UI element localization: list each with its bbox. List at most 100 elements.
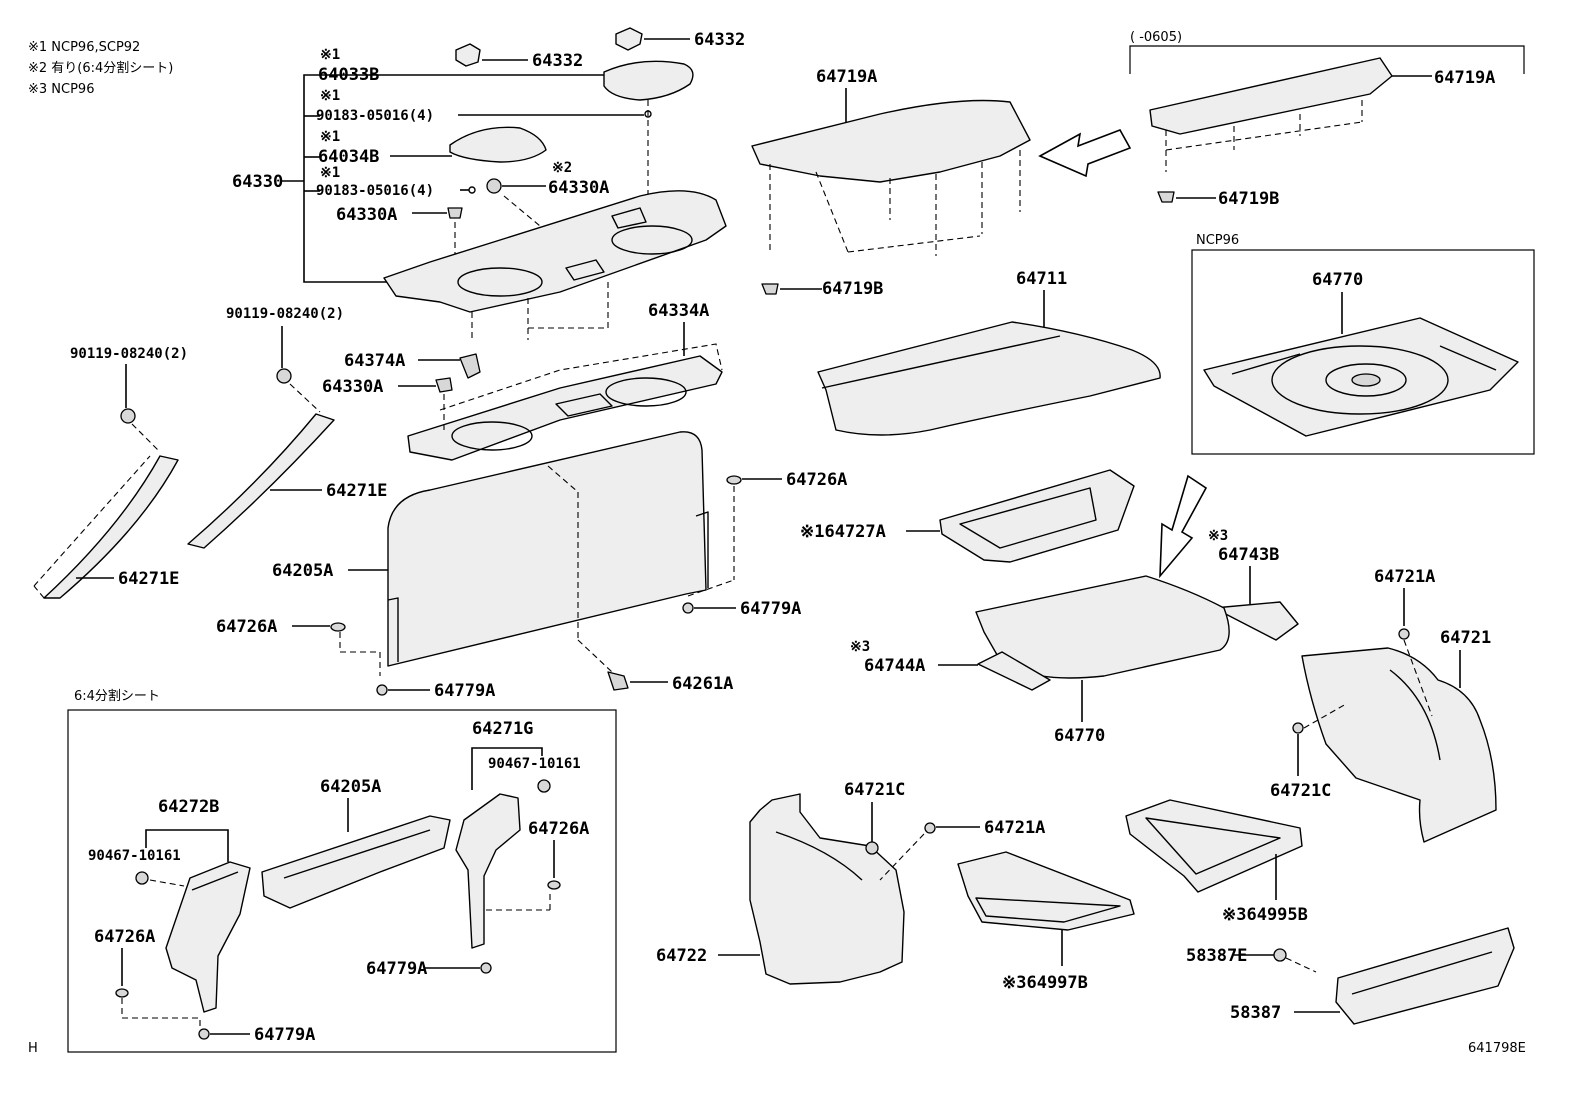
label-64272B: 64272B bbox=[158, 797, 219, 817]
diagram-id: 641798E bbox=[1468, 1041, 1526, 1056]
part-64770-ncp96 bbox=[1203, 317, 1519, 437]
label-64779A-split2: 64779A bbox=[254, 1025, 315, 1045]
corner-mark: H bbox=[28, 1041, 38, 1056]
label-64721C-b: 64721C bbox=[844, 780, 905, 800]
label-64726A-split2: 64726A bbox=[94, 927, 155, 947]
part-64719B-b bbox=[1157, 191, 1216, 203]
label-64034B: 64034B bbox=[318, 147, 379, 167]
label-64719B-a: 64719B bbox=[822, 279, 883, 299]
mark-90183-b: ※1 bbox=[320, 165, 340, 181]
part-64726A-split2 bbox=[115, 988, 129, 998]
part-64374A bbox=[418, 353, 481, 379]
label-64330A-mid: 64330A bbox=[322, 377, 383, 397]
part-64779A-split2 bbox=[198, 1028, 210, 1040]
label-90183-a: 90183-05016(4) bbox=[316, 108, 434, 124]
part-64711 bbox=[817, 321, 1161, 436]
label-64334A: 64334A bbox=[648, 301, 709, 321]
label-64711: 64711 bbox=[1016, 269, 1067, 289]
label-64770-box: 64770 bbox=[1312, 270, 1363, 290]
label-64374A: 64374A bbox=[344, 351, 405, 371]
part-64272B bbox=[165, 861, 251, 1013]
part-64779A-b bbox=[376, 684, 430, 696]
label-64330A-top: 64330A bbox=[548, 178, 609, 198]
label-64743B: 64743B bbox=[1218, 545, 1279, 565]
label-58387E: 58387E bbox=[1186, 946, 1247, 966]
label-64721C-a: 64721C bbox=[1270, 781, 1331, 801]
label-64205A-split: 64205A bbox=[320, 777, 381, 797]
label-64779A-split: 64779A bbox=[366, 959, 427, 979]
mark-90183-a: ※1 bbox=[320, 88, 340, 104]
part-64332-cap-b bbox=[615, 27, 690, 51]
part-64721A-a bbox=[1398, 628, 1410, 640]
ncp96-box bbox=[1191, 249, 1535, 455]
label-64332-a: 64332 bbox=[532, 51, 583, 71]
range-note: ( -0605) bbox=[1130, 30, 1182, 45]
note-2: ※2 有り(6:4分割シート) bbox=[28, 60, 173, 76]
part-64779A-a bbox=[682, 579, 736, 614]
arrow-down-icon bbox=[1159, 474, 1208, 579]
label-64719A-b: 64719A bbox=[1434, 68, 1495, 88]
part-64330-tray bbox=[383, 190, 727, 340]
label-64271E-b: 64271E bbox=[326, 481, 387, 501]
label-64744A: 64744A bbox=[864, 656, 925, 676]
part-64726A-split bbox=[547, 880, 561, 890]
label-64330: 64330 bbox=[232, 172, 283, 192]
label-64770: 64770 bbox=[1054, 726, 1105, 746]
part-64719A-right bbox=[1149, 57, 1432, 172]
label-90467-a: 90467-10161 bbox=[488, 756, 581, 772]
label-90119-a: 90119-08240(2) bbox=[70, 346, 188, 362]
part-64726A-b bbox=[292, 622, 381, 676]
part-64995B bbox=[1125, 799, 1303, 900]
part-90467-a bbox=[537, 779, 551, 793]
part-90119-a bbox=[120, 364, 161, 453]
part-64744A bbox=[977, 651, 1051, 691]
label-64719A-a: 64719A bbox=[816, 67, 877, 87]
part-64721C-a bbox=[1292, 722, 1304, 734]
part-90119-b bbox=[276, 326, 321, 413]
label-64995B: ※364995B bbox=[1222, 905, 1308, 925]
part-64271E-b bbox=[187, 413, 335, 549]
part-64997B bbox=[957, 851, 1135, 966]
split-seat-box bbox=[67, 709, 617, 1053]
part-64205A-split bbox=[261, 815, 451, 909]
label-64721A-b: 64721A bbox=[984, 818, 1045, 838]
part-64205A bbox=[348, 431, 709, 673]
part-64743B bbox=[1213, 601, 1299, 641]
part-64334A bbox=[407, 343, 723, 461]
part-64332-cap-a bbox=[455, 43, 528, 67]
label-64997B: ※364997B bbox=[1002, 973, 1088, 993]
part-90467-b bbox=[135, 871, 149, 885]
range-bracket bbox=[1129, 45, 1525, 74]
mark-64033B: ※1 bbox=[320, 47, 340, 63]
label-64726A-b: 64726A bbox=[216, 617, 277, 637]
label-64719B-b: 64719B bbox=[1218, 189, 1279, 209]
label-64332-b: 64332 bbox=[694, 30, 745, 50]
label-90467-b: 90467-10161 bbox=[88, 848, 181, 864]
label-64271E-a: 64271E bbox=[118, 569, 179, 589]
mark-64330A-top: ※2 bbox=[552, 160, 572, 176]
part-64271G bbox=[455, 793, 551, 949]
note-3: ※3 NCP96 bbox=[28, 82, 94, 97]
part-64779A-split bbox=[480, 962, 492, 974]
split-box-title: 6:4分割シート bbox=[74, 688, 160, 704]
label-64205A: 64205A bbox=[272, 561, 333, 581]
part-64726A-a bbox=[726, 475, 782, 580]
label-64726A-a: 64726A bbox=[786, 470, 847, 490]
label-64721A-a: 64721A bbox=[1374, 567, 1435, 587]
label-64033B: 64033B bbox=[318, 65, 379, 85]
note-1: ※1 NCP96,SCP92 bbox=[28, 40, 140, 55]
label-64330A-left: 64330A bbox=[336, 205, 397, 225]
part-64770 bbox=[975, 575, 1230, 722]
label-64779A-b: 64779A bbox=[434, 681, 495, 701]
label-64779A-a: 64779A bbox=[740, 599, 801, 619]
part-64719A-center bbox=[751, 99, 1031, 256]
label-64722: 64722 bbox=[656, 946, 707, 966]
part-58387 bbox=[1294, 927, 1515, 1025]
label-90183-b: 90183-05016(4) bbox=[316, 183, 434, 199]
part-64727A bbox=[906, 469, 1135, 563]
part-64719B-a bbox=[761, 283, 822, 295]
mark-64034B: ※1 bbox=[320, 129, 340, 145]
arrow-left-icon bbox=[1038, 129, 1132, 178]
bracket-64330 bbox=[280, 74, 390, 283]
